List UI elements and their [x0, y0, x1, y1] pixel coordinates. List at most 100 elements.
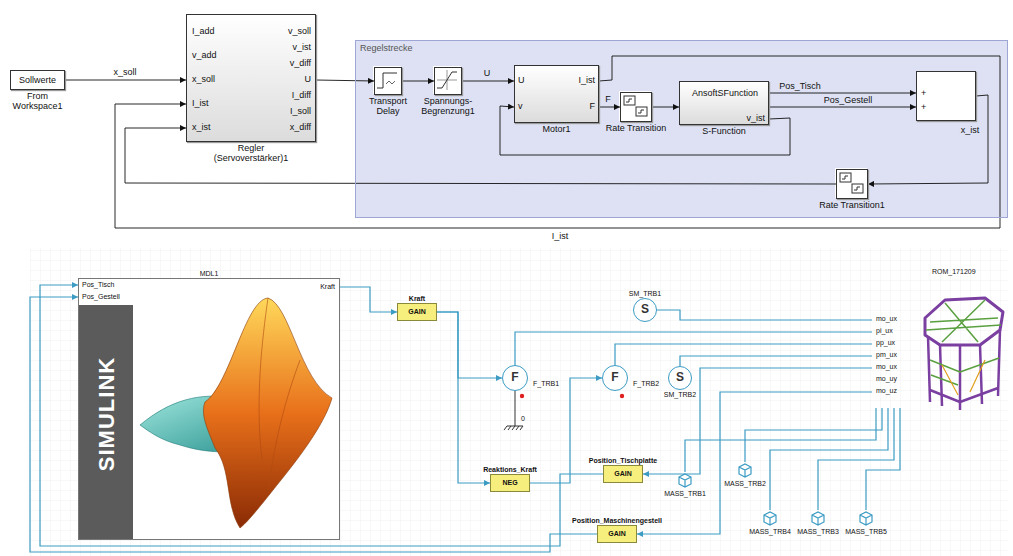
saturation-block: Spannungs- Begrenzung1	[434, 67, 462, 95]
peaks-surface	[259, 298, 300, 490]
block-label: GAIN	[408, 308, 426, 316]
reduced-order-model: ROM_171209mo_uxpi_uxpp_uxpm_uxmo_uxmo_uy…	[872, 278, 1007, 408]
gain-block: Position_TischplatteGAIN	[603, 465, 643, 483]
mass-icons	[860, 512, 872, 525]
block-label: Rate Transition1	[819, 200, 885, 210]
mass-element: MASS_TRB1	[677, 472, 693, 488]
signal-line	[340, 287, 397, 312]
mass-icons	[679, 464, 872, 525]
gain-block: Position_MaschinengestellGAIN	[597, 525, 637, 543]
signal-line	[437, 312, 502, 378]
signal-line	[615, 344, 872, 365]
block-label: F_TRB2	[633, 380, 659, 388]
signal-label: Pos_Tisch	[778, 81, 822, 91]
block-label: Sollwerte	[19, 75, 56, 85]
mass-element: MASS_TRB3	[810, 510, 826, 526]
block-label: Regelstrecke	[360, 43, 413, 53]
grid-ground	[30, 248, 1008, 556]
block-label: MASS_TRB4	[749, 528, 791, 536]
block-label: MASS_TRB5	[845, 528, 887, 536]
rate-transition-icon	[626, 99, 644, 113]
block-label: I_diff	[292, 90, 311, 100]
force-source-circle: FF_TRB2	[602, 365, 628, 391]
block-label: F	[590, 101, 596, 111]
block-label: MASS_TRB1	[664, 490, 706, 498]
block-label: v	[518, 101, 523, 111]
signal-line	[769, 107, 916, 108]
rate-transition-block: Rate Transition	[620, 92, 652, 122]
signal-label: x_soll	[112, 67, 137, 77]
mass-icons	[764, 512, 776, 525]
block-label: mo_uy	[876, 375, 897, 383]
rom-frame-model	[930, 358, 999, 385]
rom-frame-model	[926, 300, 1001, 342]
rom-frame-model	[925, 298, 1003, 345]
block-label: v_ist	[292, 42, 311, 52]
rom-frame-model	[928, 330, 1000, 410]
block-label: F_TRB1	[533, 380, 559, 388]
signal-line	[745, 408, 882, 462]
simulink-coupling-block: MDL1Pos_TischPos_GestellKraftSIMULINK	[78, 278, 340, 540]
signal-line	[40, 285, 603, 546]
block-fills	[373, 66, 401, 94]
block-label: SM_TRB1	[629, 290, 661, 298]
simulink-strip	[78, 305, 133, 540]
block-label: Kraft	[409, 295, 425, 303]
block-fills	[619, 91, 651, 121]
simulink-strip	[78, 305, 133, 540]
signal-label: Pos_Gestell	[823, 95, 874, 105]
force-source-circle: FF_TRB1	[502, 365, 528, 391]
block-label: U	[305, 74, 312, 84]
from-workspace-block: SollwerteFrom Workspace1	[10, 70, 65, 90]
saturation-icon	[437, 70, 457, 90]
subsystem-band: RegelstreckeTransport DelaySpannungs- Be…	[355, 40, 1008, 218]
signal-label: U	[483, 68, 492, 78]
signal-line	[530, 378, 602, 483]
regelstrecke-fill	[355, 40, 1008, 218]
block-label: Rate Transition	[606, 123, 667, 133]
signal-line	[515, 332, 872, 365]
signal-label: x_ist	[960, 125, 981, 135]
signal-line	[402, 81, 434, 82]
ground-value: 0	[520, 414, 526, 424]
signal-line	[643, 368, 872, 474]
signal-line	[685, 408, 876, 472]
motor-block: UvI_istFMotor1	[514, 65, 599, 123]
port-dots	[620, 394, 624, 398]
rate-transition-icon	[842, 176, 860, 190]
block-label: Transport Delay	[363, 96, 413, 117]
transport-delay-icon	[377, 73, 397, 88]
saturation-icon	[437, 70, 457, 90]
block-label: SIMULINK	[94, 357, 119, 471]
regelstrecke-fill	[355, 40, 1008, 218]
block-label: pp_ux	[876, 339, 895, 347]
block-label: MDL1	[200, 270, 219, 278]
rom-frame-model	[930, 388, 998, 402]
block-label: Regler (Servoverstärker)1	[201, 143, 301, 164]
peaks-surface	[203, 298, 332, 528]
signal-line	[680, 356, 872, 366]
block-label: Position_Tischplatte	[589, 457, 657, 465]
block-label: GAIN	[614, 470, 632, 478]
block-label: +	[921, 88, 926, 98]
block-label: NEG	[502, 479, 517, 487]
block-label: Reaktions_Kraft	[483, 466, 537, 474]
signal-line	[65, 80, 186, 81]
rom-frame-model	[925, 298, 1003, 410]
mass-icons	[679, 474, 691, 487]
block-label: v_ist	[746, 113, 765, 123]
block-label: I_ist	[578, 75, 595, 85]
block-label: Spannungs- Begrenzung1	[413, 96, 483, 117]
signal-line	[818, 408, 894, 510]
mass-icons	[812, 512, 824, 525]
port-dots	[520, 394, 624, 398]
block-label: SM_TRB2	[664, 391, 696, 399]
block-label: Motor1	[542, 124, 570, 134]
signal-line	[316, 80, 374, 81]
block-label: pi_ux	[876, 327, 893, 335]
signal-line	[437, 312, 490, 483]
block-fills	[78, 278, 340, 540]
mux-block: ++	[916, 71, 976, 121]
s-function-block: AnsoftSFunctionv_istS-Function	[679, 81, 769, 125]
block-label: x_soll	[192, 74, 215, 84]
